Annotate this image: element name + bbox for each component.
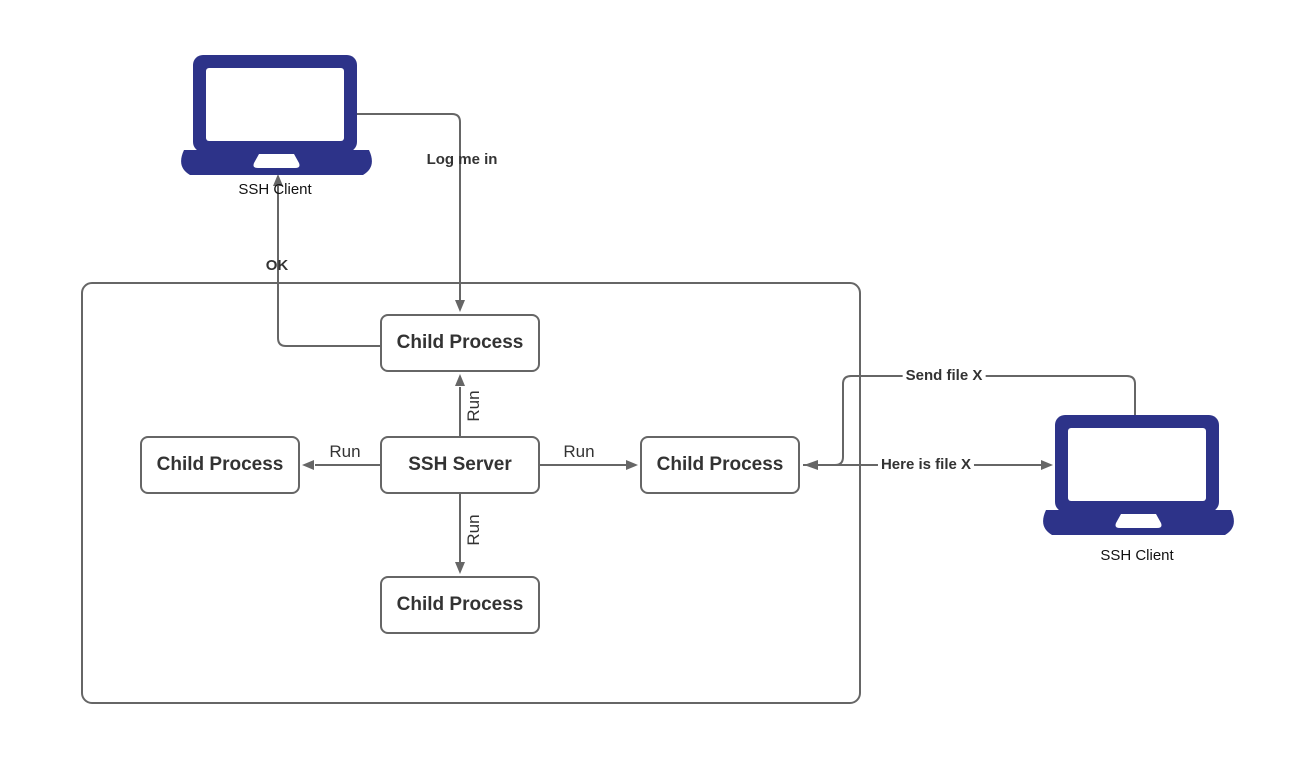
ssh-server-box: SSH Server xyxy=(380,436,540,494)
edge-label-run-left: Run xyxy=(329,442,361,461)
laptop-icon xyxy=(1043,415,1234,535)
edge-label-ok: OK xyxy=(265,257,289,274)
child-process-bottom-box: Child Process xyxy=(380,576,540,634)
edge-ok xyxy=(277,186,380,347)
edge-label-send-file-x: Send file X xyxy=(902,367,986,385)
laptop-icon xyxy=(181,55,372,175)
edge-label-run-down: Run xyxy=(464,514,483,546)
child-process-left-box: Child Process xyxy=(140,436,300,494)
ssh-server-label: SSH Server xyxy=(408,454,512,475)
arrowhead-log-me-in xyxy=(455,300,465,312)
child-process-left-label: Child Process xyxy=(156,454,284,475)
arrowhead-run-down xyxy=(455,562,465,574)
edge-log-me-in xyxy=(357,113,461,301)
edge-label-run-right: Run xyxy=(563,442,595,461)
edge-send-file-x xyxy=(818,375,1136,466)
arrowhead-run-right xyxy=(626,460,638,470)
child-process-right-label: Child Process xyxy=(656,454,784,475)
ssh-client-left-label: SSH Client xyxy=(238,181,312,198)
arrowhead-send-file-x xyxy=(804,460,818,470)
edge-label-log-me-in: Log me in xyxy=(426,151,498,168)
child-process-top-label: Child Process xyxy=(396,332,524,353)
edge-label-here-is-file-x: Here is file X xyxy=(877,456,975,474)
arrowhead-ok xyxy=(273,174,283,186)
child-process-bottom-label: Child Process xyxy=(396,594,524,615)
child-process-top-box: Child Process xyxy=(380,314,540,372)
child-process-right-box: Child Process xyxy=(640,436,800,494)
arrowhead-run-left xyxy=(302,460,314,470)
ssh-client-right-label: SSH Client xyxy=(1100,547,1174,564)
arrowhead-here-is-file-x xyxy=(1041,460,1053,470)
arrowhead-run-up xyxy=(455,374,465,386)
edge-label-run-up: Run xyxy=(464,390,483,422)
server-host-container xyxy=(81,282,861,704)
